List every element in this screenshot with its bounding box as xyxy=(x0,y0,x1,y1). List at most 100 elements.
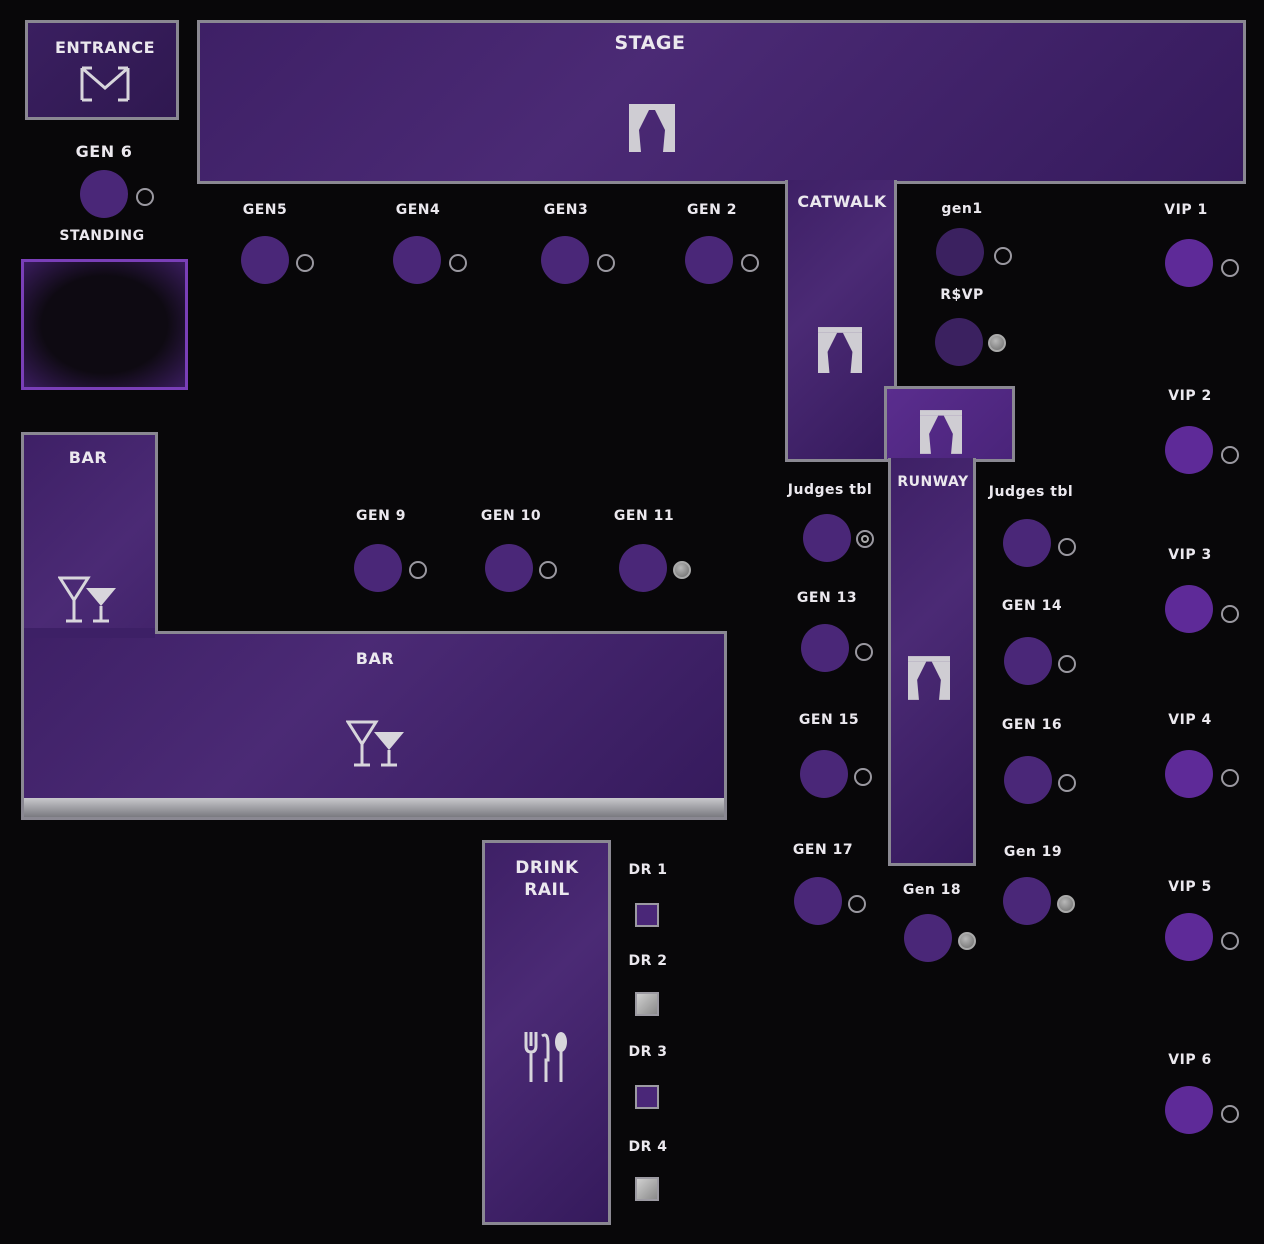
table-label-gen18: Gen 18 xyxy=(902,882,962,898)
table-label-gen5: GEN5 xyxy=(242,202,288,218)
table-label-gen16: GEN 16 xyxy=(1001,717,1063,733)
table-rsvp-status[interactable] xyxy=(988,334,1006,352)
table-label-gen15: GEN 15 xyxy=(798,712,860,728)
table-gen19-status[interactable] xyxy=(1057,895,1075,913)
table-judges-right[interactable] xyxy=(1003,519,1051,567)
table-gen13[interactable] xyxy=(801,624,849,672)
dr3-label: DR 3 xyxy=(628,1044,668,1060)
table-gen15-status[interactable] xyxy=(854,768,872,786)
table-vip6[interactable] xyxy=(1165,1086,1213,1134)
curtain-icon xyxy=(818,327,862,373)
table-vip4-status[interactable] xyxy=(1221,769,1239,787)
catwalk-label: CATWALK xyxy=(797,192,887,211)
catwalk-zone[interactable] xyxy=(785,180,897,462)
table-gen9-status[interactable] xyxy=(409,561,427,579)
table-label-rsvp: R$VP xyxy=(940,287,984,303)
cocktail-icon xyxy=(346,720,404,767)
table-gen10[interactable] xyxy=(485,544,533,592)
table-label-gen11: GEN 11 xyxy=(613,508,675,524)
table-vip5[interactable] xyxy=(1165,913,1213,961)
standing-area[interactable] xyxy=(21,259,188,390)
table-gen18[interactable] xyxy=(904,914,952,962)
table-gen11[interactable] xyxy=(619,544,667,592)
table-label-gen13: GEN 13 xyxy=(796,590,858,606)
table-gen6-status[interactable] xyxy=(136,188,154,206)
table-gen14[interactable] xyxy=(1004,637,1052,685)
table-gen13-status[interactable] xyxy=(855,643,873,661)
table-label-gen19: Gen 19 xyxy=(1003,844,1063,860)
table-gen1-status[interactable] xyxy=(994,247,1012,265)
drink-rail-label-1: DRINK xyxy=(515,858,579,878)
table-gen17-status[interactable] xyxy=(848,895,866,913)
table-label-judges-left: Judges tbl xyxy=(787,482,873,498)
table-gen9[interactable] xyxy=(354,544,402,592)
table-gen4-status[interactable] xyxy=(449,254,467,272)
curtain-icon xyxy=(920,410,962,454)
dr4-label: DR 4 xyxy=(628,1139,668,1155)
table-vip3-status[interactable] xyxy=(1221,605,1239,623)
table-label-vip2: VIP 2 xyxy=(1168,388,1212,404)
table-rsvp[interactable] xyxy=(935,318,983,366)
table-gen5-status[interactable] xyxy=(296,254,314,272)
table-gen14-status[interactable] xyxy=(1058,655,1076,673)
curtain-icon xyxy=(908,656,950,700)
bar-counter-edge xyxy=(24,798,724,817)
table-label-gen4: GEN4 xyxy=(395,202,441,218)
table-gen16[interactable] xyxy=(1004,756,1052,804)
table-gen1[interactable] xyxy=(936,228,984,276)
table-vip4[interactable] xyxy=(1165,750,1213,798)
table-label-vip1: VIP 1 xyxy=(1164,202,1208,218)
dr3-spot[interactable] xyxy=(635,1085,659,1109)
table-label-judges-right: Judges tbl xyxy=(988,484,1074,500)
table-label-vip6: VIP 6 xyxy=(1168,1052,1212,1068)
table-label-gen9: GEN 9 xyxy=(356,508,406,524)
table-label-gen14: GEN 14 xyxy=(1001,598,1063,614)
table-label-gen2: GEN 2 xyxy=(687,202,737,218)
table-label-vip3: VIP 3 xyxy=(1168,547,1212,563)
runway-label: RUNWAY xyxy=(897,474,969,490)
table-label-vip4: VIP 4 xyxy=(1168,712,1212,728)
bar-label-main: BAR xyxy=(355,649,395,668)
table-gen6[interactable] xyxy=(80,170,128,218)
table-label-vip5: VIP 5 xyxy=(1168,879,1212,895)
stage-zone[interactable] xyxy=(197,20,1246,184)
dr2-spot[interactable] xyxy=(635,992,659,1016)
table-gen15[interactable] xyxy=(800,750,848,798)
table-vip5-status[interactable] xyxy=(1221,932,1239,950)
table-gen3-status[interactable] xyxy=(597,254,615,272)
table-gen10-status[interactable] xyxy=(539,561,557,579)
m-logo-icon xyxy=(80,66,130,102)
table-vip1-status[interactable] xyxy=(1221,259,1239,277)
table-gen17[interactable] xyxy=(794,877,842,925)
table-vip1[interactable] xyxy=(1165,239,1213,287)
entrance-label: ENTRANCE xyxy=(55,38,155,57)
table-label-gen3: GEN3 xyxy=(543,202,589,218)
table-judges-right-status[interactable] xyxy=(1058,538,1076,556)
table-gen3[interactable] xyxy=(541,236,589,284)
table-gen5[interactable] xyxy=(241,236,289,284)
table-gen18-status[interactable] xyxy=(958,932,976,950)
entrance-zone[interactable] xyxy=(25,20,179,120)
table-judges-left-status[interactable] xyxy=(856,530,874,548)
table-label-gen1: gen1 xyxy=(941,201,983,217)
table-vip2[interactable] xyxy=(1165,426,1213,474)
dr1-spot[interactable] xyxy=(635,903,659,927)
drink-rail-zone[interactable] xyxy=(482,840,611,1225)
table-gen2-status[interactable] xyxy=(741,254,759,272)
dr4-spot[interactable] xyxy=(635,1177,659,1201)
stage-label: STAGE xyxy=(614,32,686,54)
table-gen4[interactable] xyxy=(393,236,441,284)
standing-label: STANDING xyxy=(59,228,145,244)
table-vip3[interactable] xyxy=(1165,585,1213,633)
table-label-gen17: GEN 17 xyxy=(792,842,854,858)
table-vip6-status[interactable] xyxy=(1221,1105,1239,1123)
table-gen11-status[interactable] xyxy=(673,561,691,579)
drink-rail-label-2: RAIL xyxy=(524,880,570,900)
table-vip2-status[interactable] xyxy=(1221,446,1239,464)
dr2-label: DR 2 xyxy=(628,953,668,969)
table-judges-left[interactable] xyxy=(803,514,851,562)
table-gen2[interactable] xyxy=(685,236,733,284)
table-gen16-status[interactable] xyxy=(1058,774,1076,792)
table-label-gen10: GEN 10 xyxy=(480,508,542,524)
table-gen19[interactable] xyxy=(1003,877,1051,925)
